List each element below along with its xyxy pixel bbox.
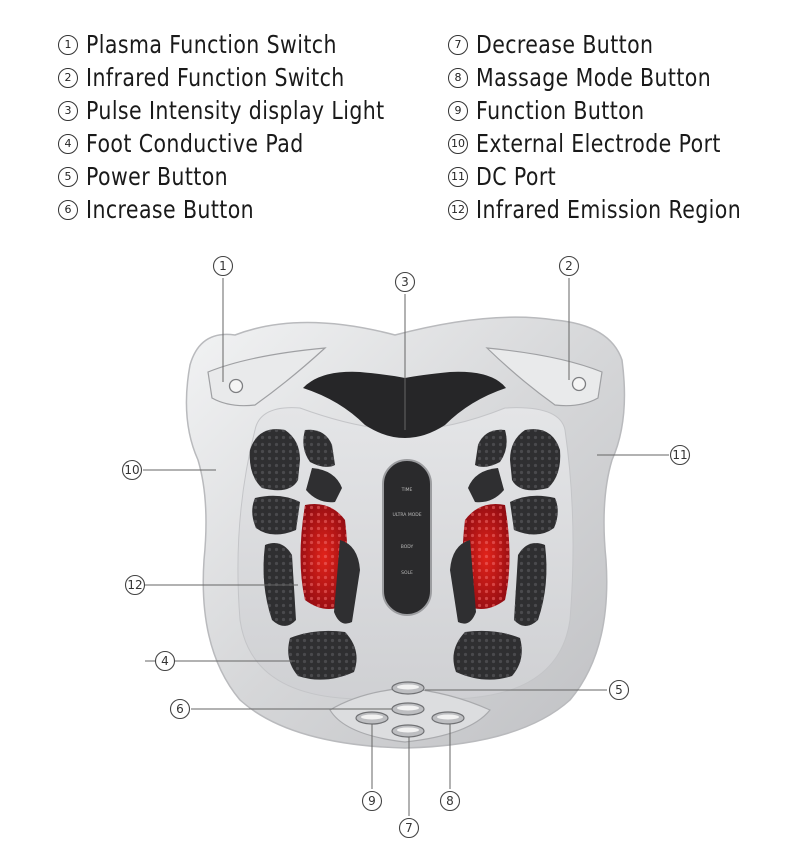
callout-9: 9	[361, 790, 383, 812]
callout-5: 5	[608, 679, 630, 701]
left-foot-pad	[249, 429, 360, 680]
legend-label: Infrared Emission Region	[476, 195, 742, 224]
callout-8: 8	[439, 790, 461, 812]
callout-number: 1	[219, 259, 227, 273]
panel-label-sole: SOLE	[401, 570, 413, 576]
callout-6: 6	[169, 698, 191, 720]
legend-number: 12	[448, 200, 468, 220]
legend-label: Plasma Function Switch	[86, 30, 337, 59]
callout-number: 10	[124, 463, 139, 477]
legend-number: 10	[448, 134, 468, 154]
plasma-function-switch[interactable]	[207, 347, 327, 407]
panel-label-ultra-mode: ULTRA MODE	[392, 512, 421, 518]
massage-mode-button[interactable]	[431, 711, 465, 725]
legend-number: 3	[58, 101, 78, 121]
control-panel: TIME ULTRA MODE BODY SOLE	[382, 459, 432, 616]
legend-number: 1	[58, 35, 78, 55]
legend-number: 7	[448, 35, 468, 55]
callout-number: 6	[176, 702, 184, 716]
callout-number: 12	[127, 578, 142, 592]
callout-12: 12	[124, 574, 146, 596]
legend-label: Increase Button	[86, 195, 255, 224]
callout-number: 7	[405, 821, 413, 835]
legend-label: External Electrode Port	[476, 129, 721, 158]
callout-number: 9	[368, 794, 376, 808]
callout-1: 1	[212, 255, 234, 277]
legend-label: Function Button	[476, 96, 645, 125]
callout-7: 7	[398, 817, 420, 839]
legend-number: 9	[448, 101, 468, 121]
callout-11: 11	[669, 444, 691, 466]
panel-label-body: BODY	[401, 544, 414, 550]
right-foot-pad	[450, 429, 561, 680]
legend-label: Massage Mode Button	[476, 63, 712, 92]
increase-button[interactable]	[391, 702, 425, 716]
callout-number: 5	[615, 683, 623, 697]
callout-number: 4	[161, 654, 169, 668]
callout-4: 4	[154, 650, 176, 672]
legend-label: Decrease Button	[476, 30, 654, 59]
power-button[interactable]	[391, 681, 425, 695]
legend-number: 8	[448, 68, 468, 88]
decrease-button[interactable]	[391, 724, 425, 738]
legend-label: Pulse Intensity display Light	[86, 96, 385, 125]
callout-number: 2	[565, 259, 573, 273]
legend-number: 5	[58, 167, 78, 187]
infrared-function-switch[interactable]	[485, 347, 603, 407]
legend-number: 11	[448, 167, 468, 187]
panel-label-time: TIME	[401, 487, 413, 493]
legend-number: 6	[58, 200, 78, 220]
legend-label: Infrared Function Switch	[86, 63, 345, 92]
legend-label: DC Port	[476, 162, 557, 191]
legend-label: Foot Conductive Pad	[86, 129, 304, 158]
legend-number: 2	[58, 68, 78, 88]
foot-massager-diagram: TIME ULTRA MODE BODY SOLE	[121, 255, 691, 839]
callout-number: 3	[401, 275, 409, 289]
callout-number: 11	[672, 448, 687, 462]
legend-label: Power Button	[86, 162, 229, 191]
legend-number: 4	[58, 134, 78, 154]
callout-number: 8	[446, 794, 454, 808]
callout-10: 10	[121, 459, 143, 481]
callout-2: 2	[558, 255, 580, 277]
function-button[interactable]	[355, 711, 389, 725]
callout-3: 3	[394, 271, 416, 293]
